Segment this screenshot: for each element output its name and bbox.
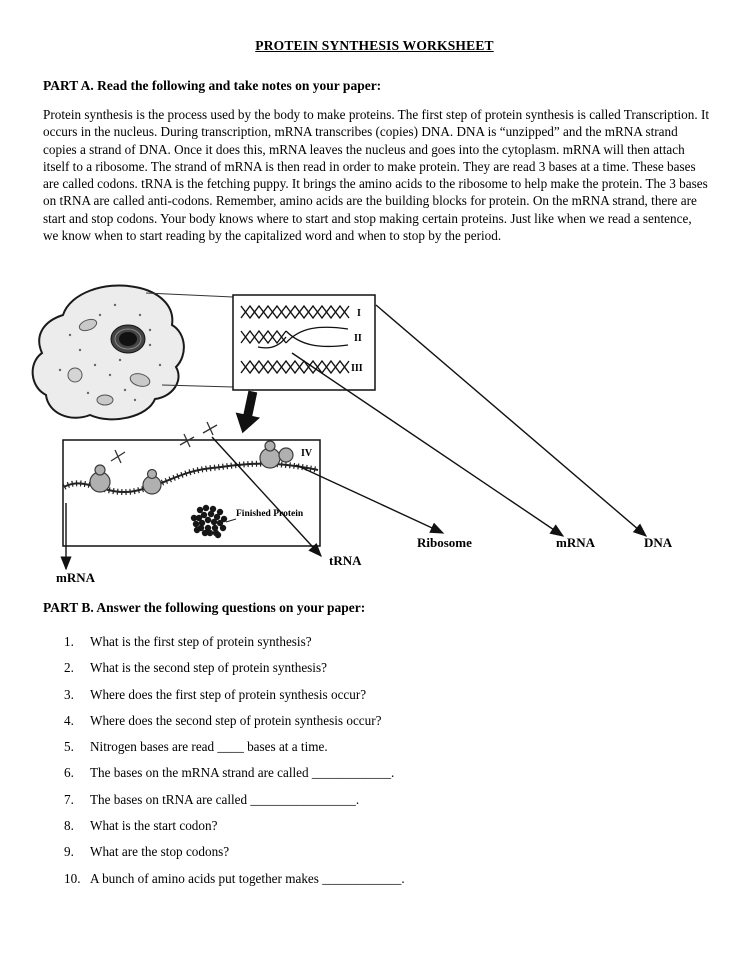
question-number: 8. bbox=[64, 818, 74, 834]
magnifier-lines bbox=[145, 292, 234, 388]
dna-pointer-arrow bbox=[375, 304, 648, 537]
helix-ii-label: II bbox=[354, 333, 362, 344]
question-text: The bases on the mRNA strand are called … bbox=[90, 765, 395, 781]
question-number: 5. bbox=[64, 739, 74, 755]
question-item: 6. The bases on the mRNA strand are calle… bbox=[64, 763, 704, 782]
trna-pointer-arrow bbox=[211, 436, 322, 558]
question-text: What is the start codon? bbox=[90, 818, 218, 834]
dna-helix-iii-icon bbox=[240, 359, 350, 375]
question-text: What are the stop codons? bbox=[90, 844, 230, 860]
question-number: 2. bbox=[64, 660, 74, 676]
part-a-paragraph: Protein synthesis is the process used by… bbox=[43, 107, 710, 244]
pointer-arrows bbox=[60, 304, 648, 571]
question-item: 4. Where does the second step of protein … bbox=[64, 711, 704, 730]
question-number: 10. bbox=[64, 870, 81, 886]
question-text: Where does the first step of protein syn… bbox=[90, 686, 367, 702]
question-item: 9. What are the stop codons? bbox=[64, 842, 704, 861]
questions-list: 1. What is the first step of protein synt… bbox=[64, 632, 704, 895]
question-number: 9. bbox=[64, 844, 74, 860]
ribosome-label: Ribosome bbox=[417, 535, 472, 550]
finished-protein-cluster-icon bbox=[190, 504, 228, 539]
finished-protein-pointer bbox=[225, 518, 237, 523]
question-text: What is the first step of protein synthe… bbox=[90, 634, 312, 649]
question-item: 1. What is the first step of protein synt… bbox=[64, 632, 704, 651]
question-text: Where does the second step of protein sy… bbox=[90, 712, 382, 728]
question-text: What is the second step of protein synth… bbox=[90, 660, 327, 676]
dna-helix-ii-icon bbox=[240, 326, 349, 349]
part-a-heading: PART A. Read the following and take note… bbox=[43, 78, 382, 93]
translation-box: IV bbox=[62, 421, 321, 547]
dna-helix-i-icon bbox=[240, 304, 350, 320]
question-number: 7. bbox=[64, 791, 74, 807]
question-item: 10. A bunch of amino acids put together m… bbox=[64, 869, 704, 888]
question-number: 3. bbox=[64, 686, 74, 702]
question-text: The bases on tRNA are called ___________… bbox=[90, 791, 360, 807]
cell-illustration-icon bbox=[31, 284, 185, 421]
finished-protein-label: Finished Protein bbox=[236, 509, 304, 519]
question-number: 6. bbox=[64, 765, 74, 781]
dna-zoom-box: I II III bbox=[232, 294, 376, 391]
mrna-left-label: mRNA bbox=[56, 570, 96, 585]
panel-iv-label: IV bbox=[301, 448, 313, 459]
mrna-pointer-arrow bbox=[291, 352, 565, 537]
ribosome-icons bbox=[89, 440, 294, 495]
protein-synthesis-diagram: I II III IV bbox=[0, 275, 749, 605]
question-number: 4. bbox=[64, 712, 74, 728]
nucleus-icon bbox=[110, 324, 146, 354]
down-arrow-icon bbox=[235, 390, 261, 434]
question-item: 2. What is the second step of protein syn… bbox=[64, 658, 704, 677]
question-item: 5. Nitrogen bases are read ____ bases at … bbox=[64, 737, 704, 756]
trna-icons bbox=[110, 421, 218, 464]
question-item: 7. The bases on tRNA are called _________… bbox=[64, 790, 704, 809]
mrna-right-label: mRNA bbox=[556, 535, 596, 550]
question-text: Nitrogen bases are read ____ bases at a … bbox=[90, 739, 328, 755]
cytoplasm-speckles bbox=[58, 303, 162, 402]
trna-label: tRNA bbox=[329, 553, 362, 568]
question-item: 8. What is the start codon? bbox=[64, 816, 704, 835]
part-b-heading: PART B. Answer the following questions o… bbox=[43, 600, 366, 615]
helix-i-label: I bbox=[357, 308, 361, 319]
question-text: A bunch of amino acids put together make… bbox=[90, 870, 405, 886]
question-number: 1. bbox=[64, 634, 74, 649]
question-item: 3. Where does the first step of protein s… bbox=[64, 685, 704, 704]
helix-iii-label: III bbox=[351, 363, 363, 374]
page-title: PROTEIN SYNTHESIS WORKSHEET bbox=[255, 38, 494, 53]
ribosome-pointer-arrow bbox=[295, 464, 445, 534]
dna-label: DNA bbox=[644, 535, 673, 550]
